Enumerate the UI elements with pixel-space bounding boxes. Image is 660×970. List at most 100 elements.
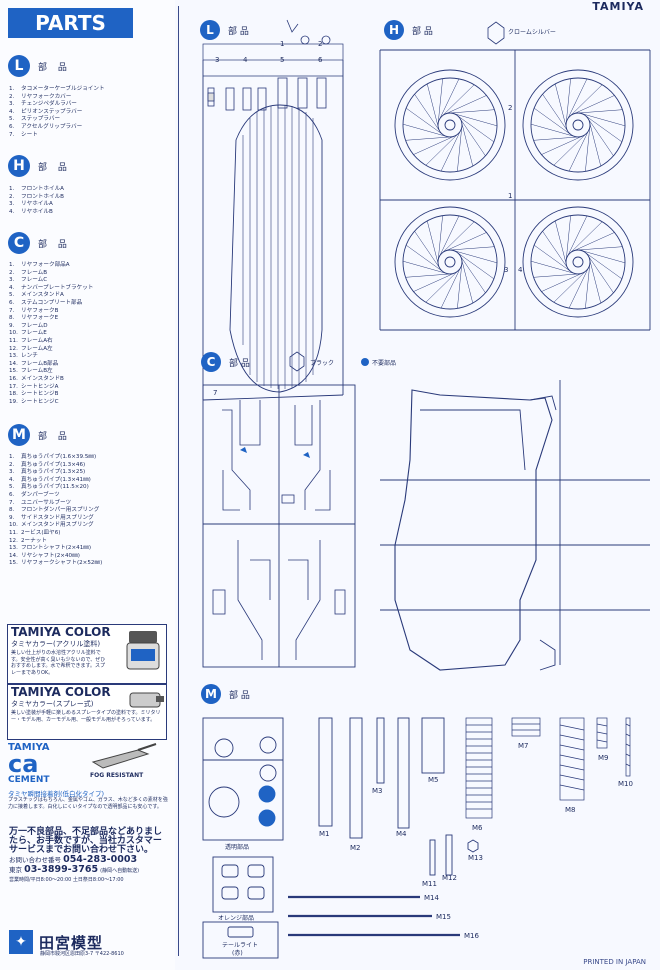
- part-m7: M7: [518, 742, 529, 750]
- item-label: アクセルグリップラバー: [21, 123, 83, 130]
- item-label: シート: [21, 131, 38, 138]
- item-label: ステムコンプリート部品: [21, 299, 83, 306]
- sprue-c: [202, 351, 650, 671]
- item-label: メインスタンド用スプリング: [21, 522, 94, 529]
- list-item: 5.メインスタンドA: [9, 292, 93, 300]
- item-label: メインスタンドA: [21, 292, 64, 299]
- list-item: 16.メインスタンドB: [9, 376, 93, 384]
- item-number: 1.: [9, 454, 15, 460]
- list-item: 19.シートヒンジC: [9, 399, 93, 407]
- list-item: 1. タコメーターケーブルジョイント: [9, 86, 105, 94]
- list-item: 5.真ちゅうパイプ(11.5×20): [9, 484, 102, 492]
- list-item: 6. ステムコンプリート部品: [9, 300, 93, 308]
- cement-label: CEMENT: [8, 775, 50, 785]
- item-label: ピリオンステップラバー: [21, 108, 83, 115]
- list-item: 3.真ちゅうパイプ(1.3×25): [9, 469, 102, 477]
- item-number: 13.: [9, 545, 18, 552]
- item-number: 2.: [9, 461, 15, 468]
- cement-description: プラスチックはもちろん、金属やゴム、ガラス、木など多くの素材を強力に接着します。…: [8, 797, 168, 810]
- list-item: 3.リヤホイルA: [9, 201, 64, 209]
- item-label: フレームE: [21, 330, 47, 337]
- item-number: 3.: [9, 101, 15, 108]
- section-c-badge: C: [8, 232, 30, 254]
- paint-subtitle: タミヤカラー(アクリル塗料): [11, 640, 101, 648]
- item-label: 2ーナット: [21, 537, 47, 544]
- section-m-badge: M: [8, 424, 30, 446]
- diagram-c-unused: 不要部品: [372, 359, 396, 367]
- contact-phone-1: 054-283-0003: [63, 854, 138, 865]
- list-item: 2.真ちゅうパイプ(1.3×46): [9, 462, 102, 470]
- list-item: 8.フロントダンパー用スプリング: [9, 507, 102, 515]
- brand-top: TAMIYA: [592, 0, 644, 13]
- list-item: 17.シートヒンジA: [9, 384, 93, 392]
- paint-description: 美しい仕上がりの水溶性アクリル塗料です。安全性が高く臭いも少ないので、ぜひおすす…: [11, 650, 106, 676]
- item-label: 真ちゅうパイプ(11.5×20): [21, 484, 89, 491]
- company-address: 静岡市駿河区恩田原3-7 〒422-8610: [40, 951, 124, 957]
- item-number: 18.: [9, 391, 18, 398]
- item-number: 19.: [9, 398, 18, 405]
- list-item: 3.フレームC: [9, 277, 93, 285]
- paint-subtitle: タミヤカラー(スプレー式): [11, 700, 94, 708]
- item-label: フレームA左: [21, 345, 53, 352]
- cement-brand: TAMIYA: [8, 742, 50, 753]
- diagram-h-letter: H: [389, 23, 399, 37]
- item-number: 2.: [9, 193, 15, 200]
- list-item: 12.フレームA左: [9, 346, 93, 354]
- item-label: リヤフォークシャフト(2×52㎜): [21, 560, 103, 567]
- cement-logo: ca: [8, 750, 39, 778]
- list-item: 1.フロントホイルA: [9, 186, 64, 194]
- part-h-2: 2: [508, 104, 512, 112]
- item-label: タコメーターケーブルジョイント: [21, 86, 105, 92]
- contact-label-tokyo: 東京: [9, 866, 22, 874]
- paint-description: 美しい塗装が手軽に楽しめるスプレータイプの塗料です。ミリタリー・モデル用、カーモ…: [11, 710, 161, 723]
- sprue-h: [379, 21, 651, 331]
- contact-transfer-note: (静岡へ自動転送): [100, 868, 140, 874]
- part-l-6: 6: [318, 56, 323, 64]
- item-label: ユニバーサルブーツ: [21, 499, 72, 506]
- item-number: 3.: [9, 201, 15, 208]
- list-item: 7. シート: [9, 132, 105, 140]
- section-h-title: 部 品: [38, 162, 71, 173]
- list-item: 11.2ービス(皿ヤ6): [9, 530, 102, 538]
- list-item: 3.チェンジペダルラバー: [9, 101, 105, 109]
- item-number: 1.: [9, 86, 15, 92]
- item-number: 17.: [9, 383, 18, 390]
- list-item: 11.フレームA右: [9, 338, 93, 346]
- item-label: フロントダンパー用スプリング: [21, 507, 100, 514]
- item-number: 15.: [9, 560, 18, 567]
- tamiya-color-acrylic-box: TAMIYA COLOR タミヤカラー(アクリル塗料) 美しい仕上がりの水溶性ア…: [7, 624, 167, 684]
- item-label: リヤフォークE: [21, 315, 59, 322]
- item-label: 2ービス(皿ヤ6): [21, 529, 61, 536]
- customer-service: 万一不良部品、不足部品などありましたら、お手数ですが、当社カスタマーサービスまで…: [9, 828, 169, 885]
- part-m15: M15: [436, 913, 451, 921]
- taillight-label: テールライト: [222, 942, 258, 949]
- item-number: 7.: [9, 307, 15, 314]
- sprue-c-badge: [201, 352, 221, 372]
- part-m11: M11: [422, 880, 437, 888]
- section-h-header: H 部 品: [8, 155, 71, 177]
- item-number: 7.: [9, 131, 15, 138]
- item-label: レンチ: [21, 353, 38, 360]
- diagram-l-title: 部 品: [228, 25, 249, 37]
- item-number: 4.: [9, 208, 15, 215]
- part-m2: M2: [350, 844, 361, 852]
- section-m-title: 部 品: [38, 431, 71, 442]
- item-label: リヤシャフト(2×40㎜): [21, 552, 80, 559]
- list-item: 10.メインスタンド用スプリング: [9, 522, 102, 530]
- sprue-m: [202, 717, 631, 959]
- item-label: フレームA右: [21, 337, 53, 344]
- item-number: 4.: [9, 108, 15, 115]
- item-label: フロントシャフト(2×41㎜): [21, 545, 92, 552]
- list-item: 8.リヤフォークE: [9, 315, 93, 323]
- cement-subtitle: タミヤ瞬間接着剤(低白化タイプ): [8, 790, 105, 798]
- item-label: メインスタンドB: [21, 375, 64, 382]
- section-c-title: 部 品: [38, 239, 71, 250]
- item-number: 6.: [9, 299, 15, 306]
- part-m12: M12: [442, 874, 457, 882]
- tamiya-star-icon: ✦: [9, 930, 33, 954]
- list-item: 9.サイドスタンド用スプリング: [9, 515, 102, 523]
- item-label: フロントホイルB: [21, 193, 64, 200]
- diagram-h-title: 部 品: [412, 25, 433, 37]
- item-number: 3.: [9, 469, 15, 476]
